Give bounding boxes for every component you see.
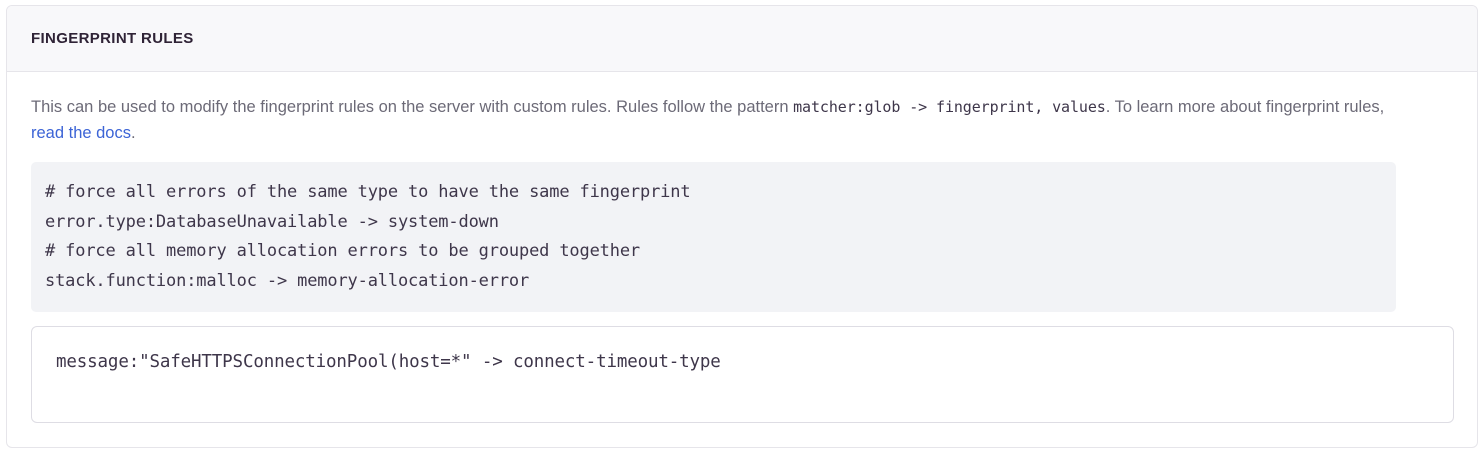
panel-body: This can be used to modify the fingerpri… <box>7 72 1477 423</box>
code-line: stack.function:malloc -> memory-allocati… <box>45 270 530 291</box>
panel-header: FINGERPRINT RULES <box>7 6 1477 72</box>
code-line: error.type:DatabaseUnavailable -> system… <box>45 211 499 232</box>
fingerprint-rules-panel: FINGERPRINT RULES This can be used to mo… <box>6 5 1478 448</box>
description-text: This can be used to modify the fingerpri… <box>31 94 1386 146</box>
code-line: # force all memory allocation errors to … <box>45 241 641 261</box>
fingerprint-rules-input[interactable] <box>31 326 1454 423</box>
description-part-3: . <box>130 124 136 142</box>
inline-code-pattern: matcher:glob -> fingerprint, values <box>793 98 1106 116</box>
description-part-2: . To learn more about fingerprint rules, <box>1105 98 1385 116</box>
code-line: # force all errors of the same type to h… <box>45 182 691 202</box>
read-the-docs-link[interactable]: read the docs <box>31 124 131 142</box>
page-title: FINGERPRINT RULES <box>31 30 194 47</box>
example-code-block: # force all errors of the same type to h… <box>31 162 1396 312</box>
description-part-1: This can be used to modify the fingerpri… <box>31 98 794 116</box>
